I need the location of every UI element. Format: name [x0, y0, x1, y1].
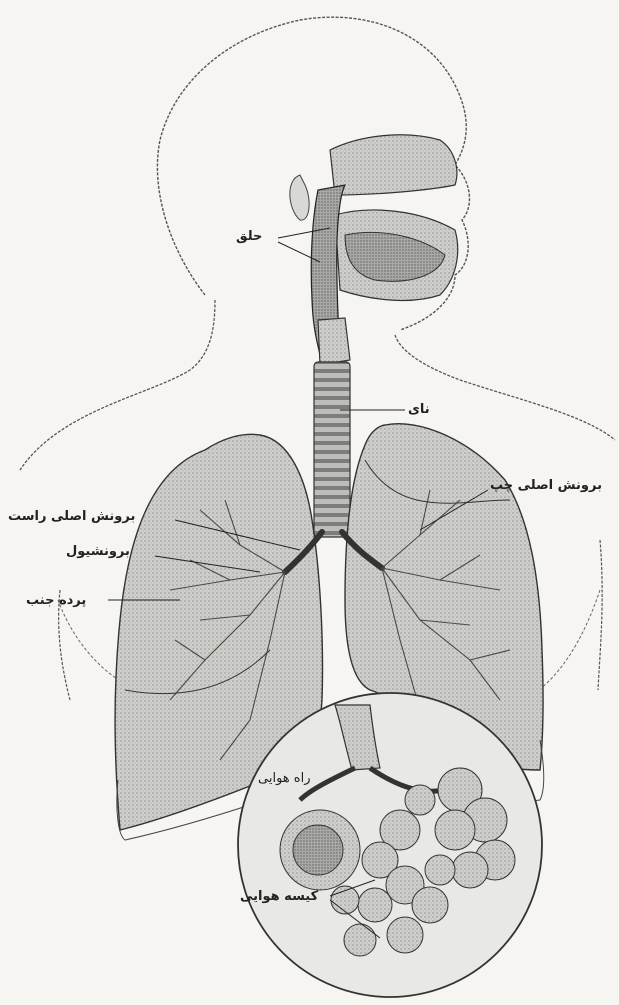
ear [290, 175, 309, 220]
arm-right [598, 540, 602, 690]
label-pharynx: حلق [236, 230, 262, 243]
body-outline-right [395, 335, 615, 440]
nasal-cavity [330, 135, 457, 195]
trachea [314, 362, 350, 537]
larynx [318, 318, 350, 365]
label-airway: راه هوایی [258, 772, 310, 785]
label-right-main-bronchus: برونش اصلی راست [8, 510, 135, 523]
label-bronchiole: برونشیول [66, 545, 130, 558]
label-left-main-bronchus: برونش اصلی چپ [490, 479, 602, 492]
label-trachea: نای [408, 403, 430, 416]
label-alveoli: کیسه هوایی [240, 890, 318, 903]
body-outline-left [20, 300, 215, 470]
label-pleura: پرده جنب [26, 594, 86, 607]
